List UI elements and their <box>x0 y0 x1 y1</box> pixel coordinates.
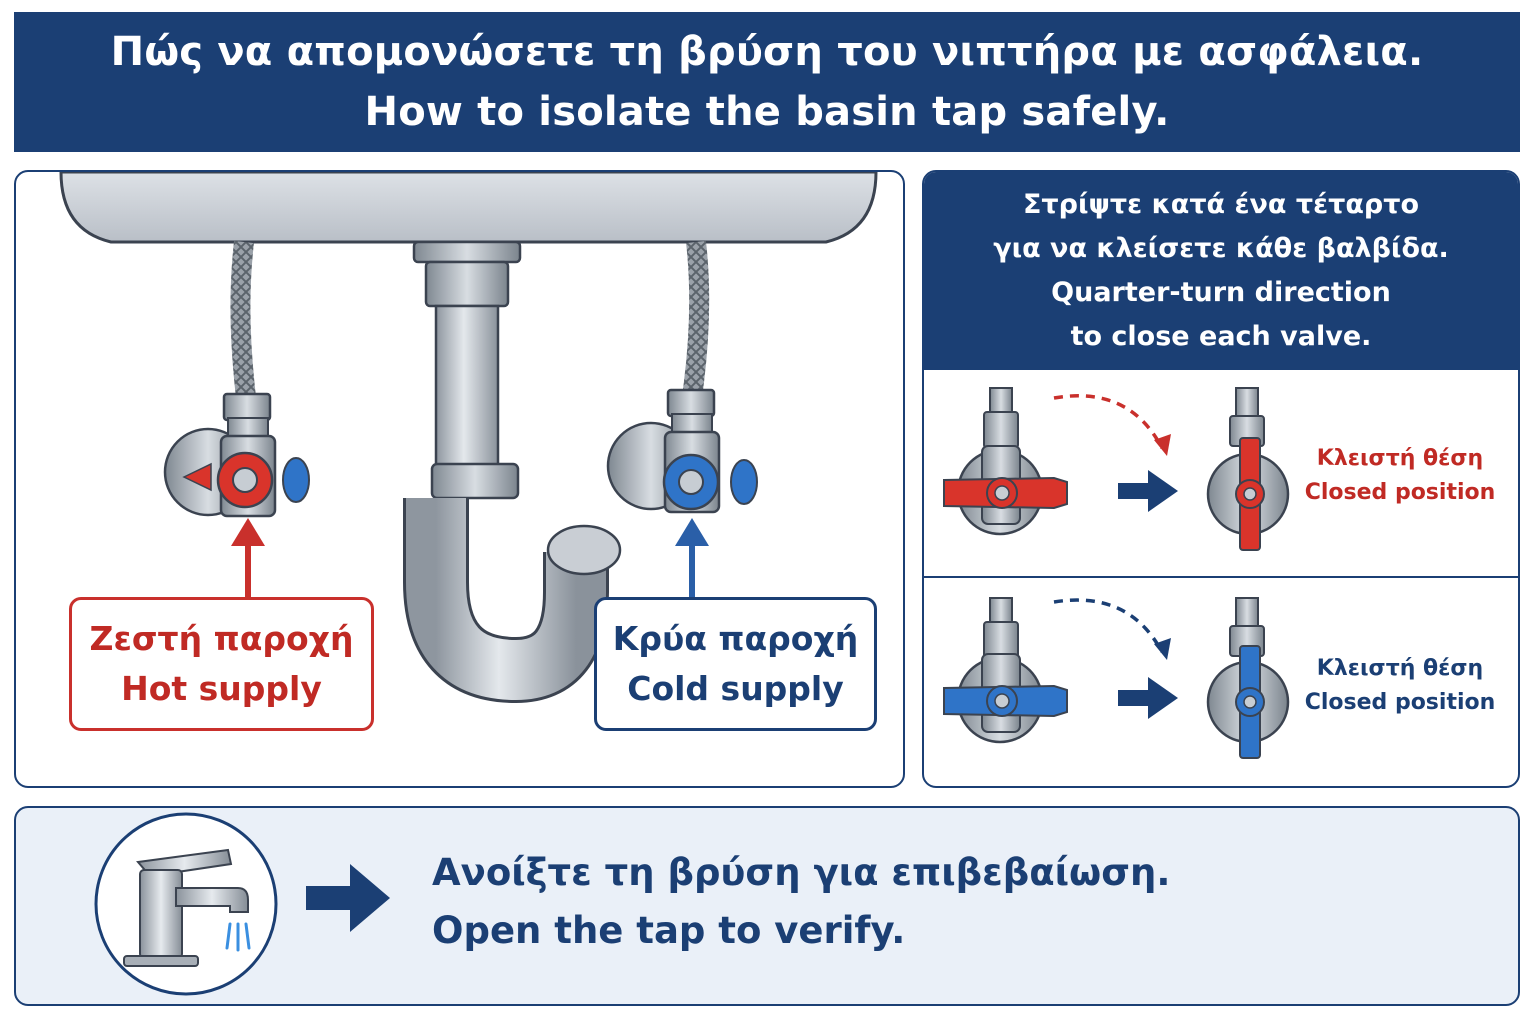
cold-supply-english: Cold supply <box>627 669 844 708</box>
hot-braided-hose <box>230 240 256 399</box>
water-drops-icon <box>225 922 251 952</box>
hot-pointer-arrow <box>231 518 265 598</box>
hot-closed-english: Closed position <box>1304 480 1496 505</box>
cold-turn-dashed-arrow <box>1053 598 1164 653</box>
drain-trap <box>403 240 622 704</box>
under-sink-illustration <box>59 172 878 704</box>
heading-english-line-1: Quarter-turn direction <box>1051 277 1391 308</box>
cold-pointer-arrow <box>675 518 709 598</box>
cold-direction-arrow <box>1118 677 1178 719</box>
hot-valve-open <box>943 387 1068 536</box>
cold-isolation-valve <box>606 388 758 514</box>
title-greek: Πώς να απομονώσετε τη βρύση του νιπτήρα … <box>110 29 1424 75</box>
cold-valve-closed <box>1206 597 1290 759</box>
cold-closed-english: Closed position <box>1304 690 1496 715</box>
cold-valve-open <box>943 597 1068 744</box>
cold-closed-greek: Κλειστή θέση <box>1316 656 1484 681</box>
page-header: Πώς να απομονώσετε τη βρύση του νιπτήρα … <box>14 12 1520 152</box>
cold-valve-turn-illustration <box>943 597 1290 759</box>
hot-supply-english: Hot supply <box>121 669 322 708</box>
hot-closed-position-label: Κλειστή θέση Closed position <box>1300 442 1500 510</box>
verify-english: Open the tap to verify. <box>432 909 906 952</box>
cold-closed-position-label: Κλειστή θέση Closed position <box>1300 652 1500 720</box>
hot-turn-dashed-arrow <box>1053 394 1164 449</box>
heading-greek-line-2: για να κλείσετε κάθε βαλβίδα. <box>993 233 1449 264</box>
title-english: How to isolate the basin tap safely. <box>364 89 1170 135</box>
quarter-turn-heading: Στρίψτε κατά ένα τέταρτο για να κλείσετε… <box>924 172 1518 370</box>
verify-panel: Ανοίξτε τη βρύση για επιβεβαίωση. Open t… <box>14 806 1520 1006</box>
hot-supply-label: Ζεστή παροχή Hot supply <box>69 597 374 731</box>
cold-supply-label: Κρύα παροχή Cold supply <box>594 597 877 731</box>
verify-greek: Ανοίξτε τη βρύση για επιβεβαίωση. <box>432 851 1171 894</box>
cold-valve-turn-row: Κλειστή θέση Closed position <box>924 580 1518 786</box>
cold-supply-greek: Κρύα παροχή <box>612 619 859 658</box>
verify-direction-arrow <box>306 864 390 932</box>
hot-supply-greek: Ζεστή παροχή <box>89 619 354 658</box>
tap-icon <box>123 848 249 967</box>
under-sink-panel: Ζεστή παροχή Hot supply Κρύα παροχή Cold… <box>14 170 905 788</box>
hot-valve-closed <box>1206 387 1290 551</box>
hot-closed-greek: Κλειστή θέση <box>1316 446 1484 471</box>
heading-english-line-2: to close each valve. <box>1070 321 1372 352</box>
basin <box>59 172 878 244</box>
hot-valve-turn-illustration <box>943 387 1290 551</box>
verify-instruction: Ανοίξτε τη βρύση για επιβεβαίωση. Open t… <box>432 844 1170 960</box>
cold-braided-hose <box>682 240 710 399</box>
hot-direction-arrow <box>1118 470 1178 512</box>
hot-valve-turn-row: Κλειστή θέση Closed position <box>924 370 1518 578</box>
heading-greek-line-1: Στρίψτε κατά ένα τέταρτο <box>1022 189 1420 220</box>
verify-illustration <box>94 812 390 996</box>
hot-isolation-valve <box>163 392 310 518</box>
quarter-turn-panel: Στρίψτε κατά ένα τέταρτο για να κλείσετε… <box>922 170 1520 788</box>
